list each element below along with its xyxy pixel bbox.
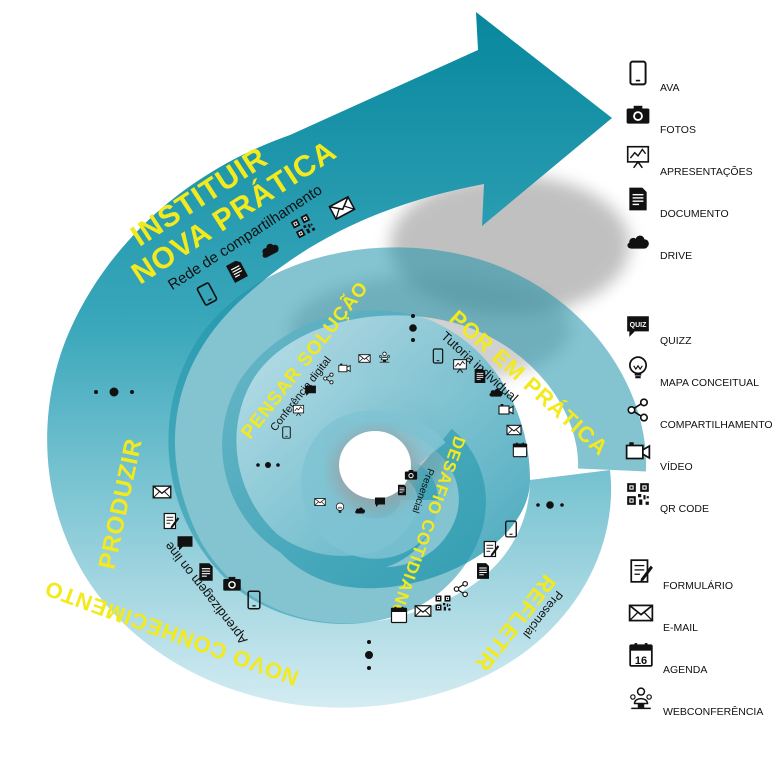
camera-icon xyxy=(626,105,650,124)
calendar-icon-day: 16 xyxy=(635,655,647,667)
legend-item-tablet: AVA xyxy=(629,60,679,94)
presentation-icon xyxy=(626,145,650,169)
calendar-icon xyxy=(390,606,408,624)
document-icon xyxy=(628,186,648,212)
legend-label: AGENDA xyxy=(663,664,707,676)
spiral-center xyxy=(339,431,411,499)
legend-item-cloud: DRIVE xyxy=(627,235,692,262)
legend-label: MAPA CONCEITUAL xyxy=(660,377,759,389)
legend-item-lightbulb: MAPA CONCEITUAL xyxy=(629,356,759,389)
spiral-outer-band xyxy=(47,12,613,708)
dots-top xyxy=(409,314,417,342)
email-icon xyxy=(414,605,432,617)
legend-label: WEBCONFERÊNCIA xyxy=(663,705,763,718)
legend-item-video: VÍDEO xyxy=(625,441,693,473)
form-icon xyxy=(630,559,654,583)
video-icon xyxy=(625,441,651,460)
legend-label: QUIZZ xyxy=(660,335,692,347)
legend-label: FOTOS xyxy=(660,124,696,136)
legend-item-email: E-MAIL xyxy=(628,604,698,634)
legend: AVAFOTOSAPRESENTAÇÕESDOCUMENTODRIVEQUIZQ… xyxy=(625,60,773,718)
legend-label: DRIVE xyxy=(660,250,692,262)
email-icon xyxy=(314,498,326,506)
legend-item-document: DOCUMENTO xyxy=(628,186,729,220)
spiral-inner-ring xyxy=(168,247,647,624)
document-icon xyxy=(397,484,407,496)
legend-item-share: COMPARTILHAMENTO xyxy=(627,398,773,431)
legend-item-qrcode: QR CODE xyxy=(627,483,709,515)
dots-left xyxy=(94,387,134,397)
legend-item-presentation: APRESENTAÇÕES xyxy=(626,145,753,178)
legend-label: QR CODE xyxy=(660,503,709,515)
tablet-icon xyxy=(629,60,647,86)
dots-bottom xyxy=(365,640,373,670)
lightbulb-icon xyxy=(629,356,647,380)
legend-label: FORMULÁRIO xyxy=(663,579,733,592)
separator-dots xyxy=(94,314,564,670)
legend-item-camera: FOTOS xyxy=(626,105,696,136)
legend-label: AVA xyxy=(660,82,679,94)
legend-label: APRESENTAÇÕES xyxy=(660,165,753,178)
legend-item-webconference: WEBCONFERÊNCIA xyxy=(629,687,763,718)
email-icon xyxy=(358,354,371,363)
document-icon xyxy=(474,368,486,384)
email-icon xyxy=(506,424,522,436)
qrcode-icon xyxy=(627,483,649,505)
legend-label: DOCUMENTO xyxy=(660,208,729,220)
legend-item-form: FORMULÁRIO xyxy=(630,559,733,592)
webconference-icon xyxy=(629,687,653,710)
document-icon xyxy=(476,562,490,580)
cloud-icon xyxy=(627,235,649,249)
legend-label: COMPARTILHAMENTO xyxy=(660,419,773,431)
email-icon xyxy=(628,604,654,622)
email-icon xyxy=(152,485,172,499)
legend-label: E-MAIL xyxy=(663,622,698,634)
legend-item-quiz: QUIZ QUIZZ xyxy=(627,316,692,347)
calendar-icon xyxy=(512,442,528,458)
quiz-icon-text: QUIZ xyxy=(630,322,647,329)
legend-label: VÍDEO xyxy=(660,460,693,473)
form-icon xyxy=(483,540,500,558)
document-icon xyxy=(198,562,214,582)
dots-inner-left xyxy=(256,462,280,468)
dots-right xyxy=(536,501,564,509)
